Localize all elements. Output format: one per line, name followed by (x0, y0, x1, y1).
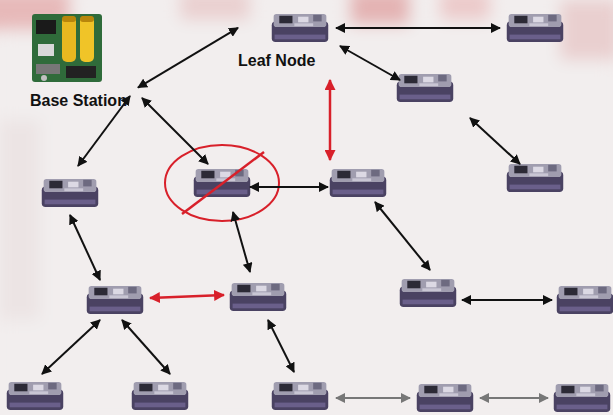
sensor-mote (272, 382, 328, 410)
link-arrow (336, 27, 500, 29)
link-arrow (233, 212, 250, 272)
base-station-board (32, 14, 102, 82)
base-station: Base Station (30, 8, 138, 110)
node-label: Leaf Node (238, 52, 315, 70)
sensor-mote (417, 384, 473, 412)
link-arrow (42, 320, 100, 374)
failure-slash (182, 152, 264, 214)
sensor-mote (7, 382, 63, 410)
failed-node-mark (165, 145, 279, 221)
link-arrow (375, 202, 430, 270)
sensor-motes (7, 14, 613, 412)
sensor-mote (507, 14, 563, 42)
sensor-mote (557, 286, 613, 314)
reroute-arrow (150, 295, 224, 298)
sensor-mote (400, 279, 456, 307)
link-arrow (336, 397, 410, 399)
links (42, 28, 552, 398)
leaf-node: Leaf Node (238, 8, 334, 70)
link-arrow (138, 28, 238, 88)
sensor-mote (272, 14, 328, 42)
link-arrow (250, 186, 328, 188)
link-arrow (122, 320, 170, 374)
node-label: Base Station (30, 92, 127, 110)
reroute-arrow (329, 80, 332, 160)
link-arrow (340, 46, 400, 80)
sensor-mote (132, 382, 188, 410)
sensor-mote (87, 286, 143, 314)
sensor-mote (397, 74, 453, 102)
link-arrow (142, 98, 208, 164)
link-arrow (480, 397, 548, 399)
link-arrow (268, 320, 294, 372)
sensor-mote (554, 384, 610, 412)
sensor-mote (507, 164, 563, 192)
failure-circle (165, 145, 279, 221)
link-arrow (462, 299, 552, 301)
sensor-mote (42, 179, 98, 207)
link-arrow (470, 118, 520, 164)
link-arrow (70, 215, 100, 280)
sensor-mote (330, 169, 386, 197)
sensor-mote (230, 283, 286, 311)
